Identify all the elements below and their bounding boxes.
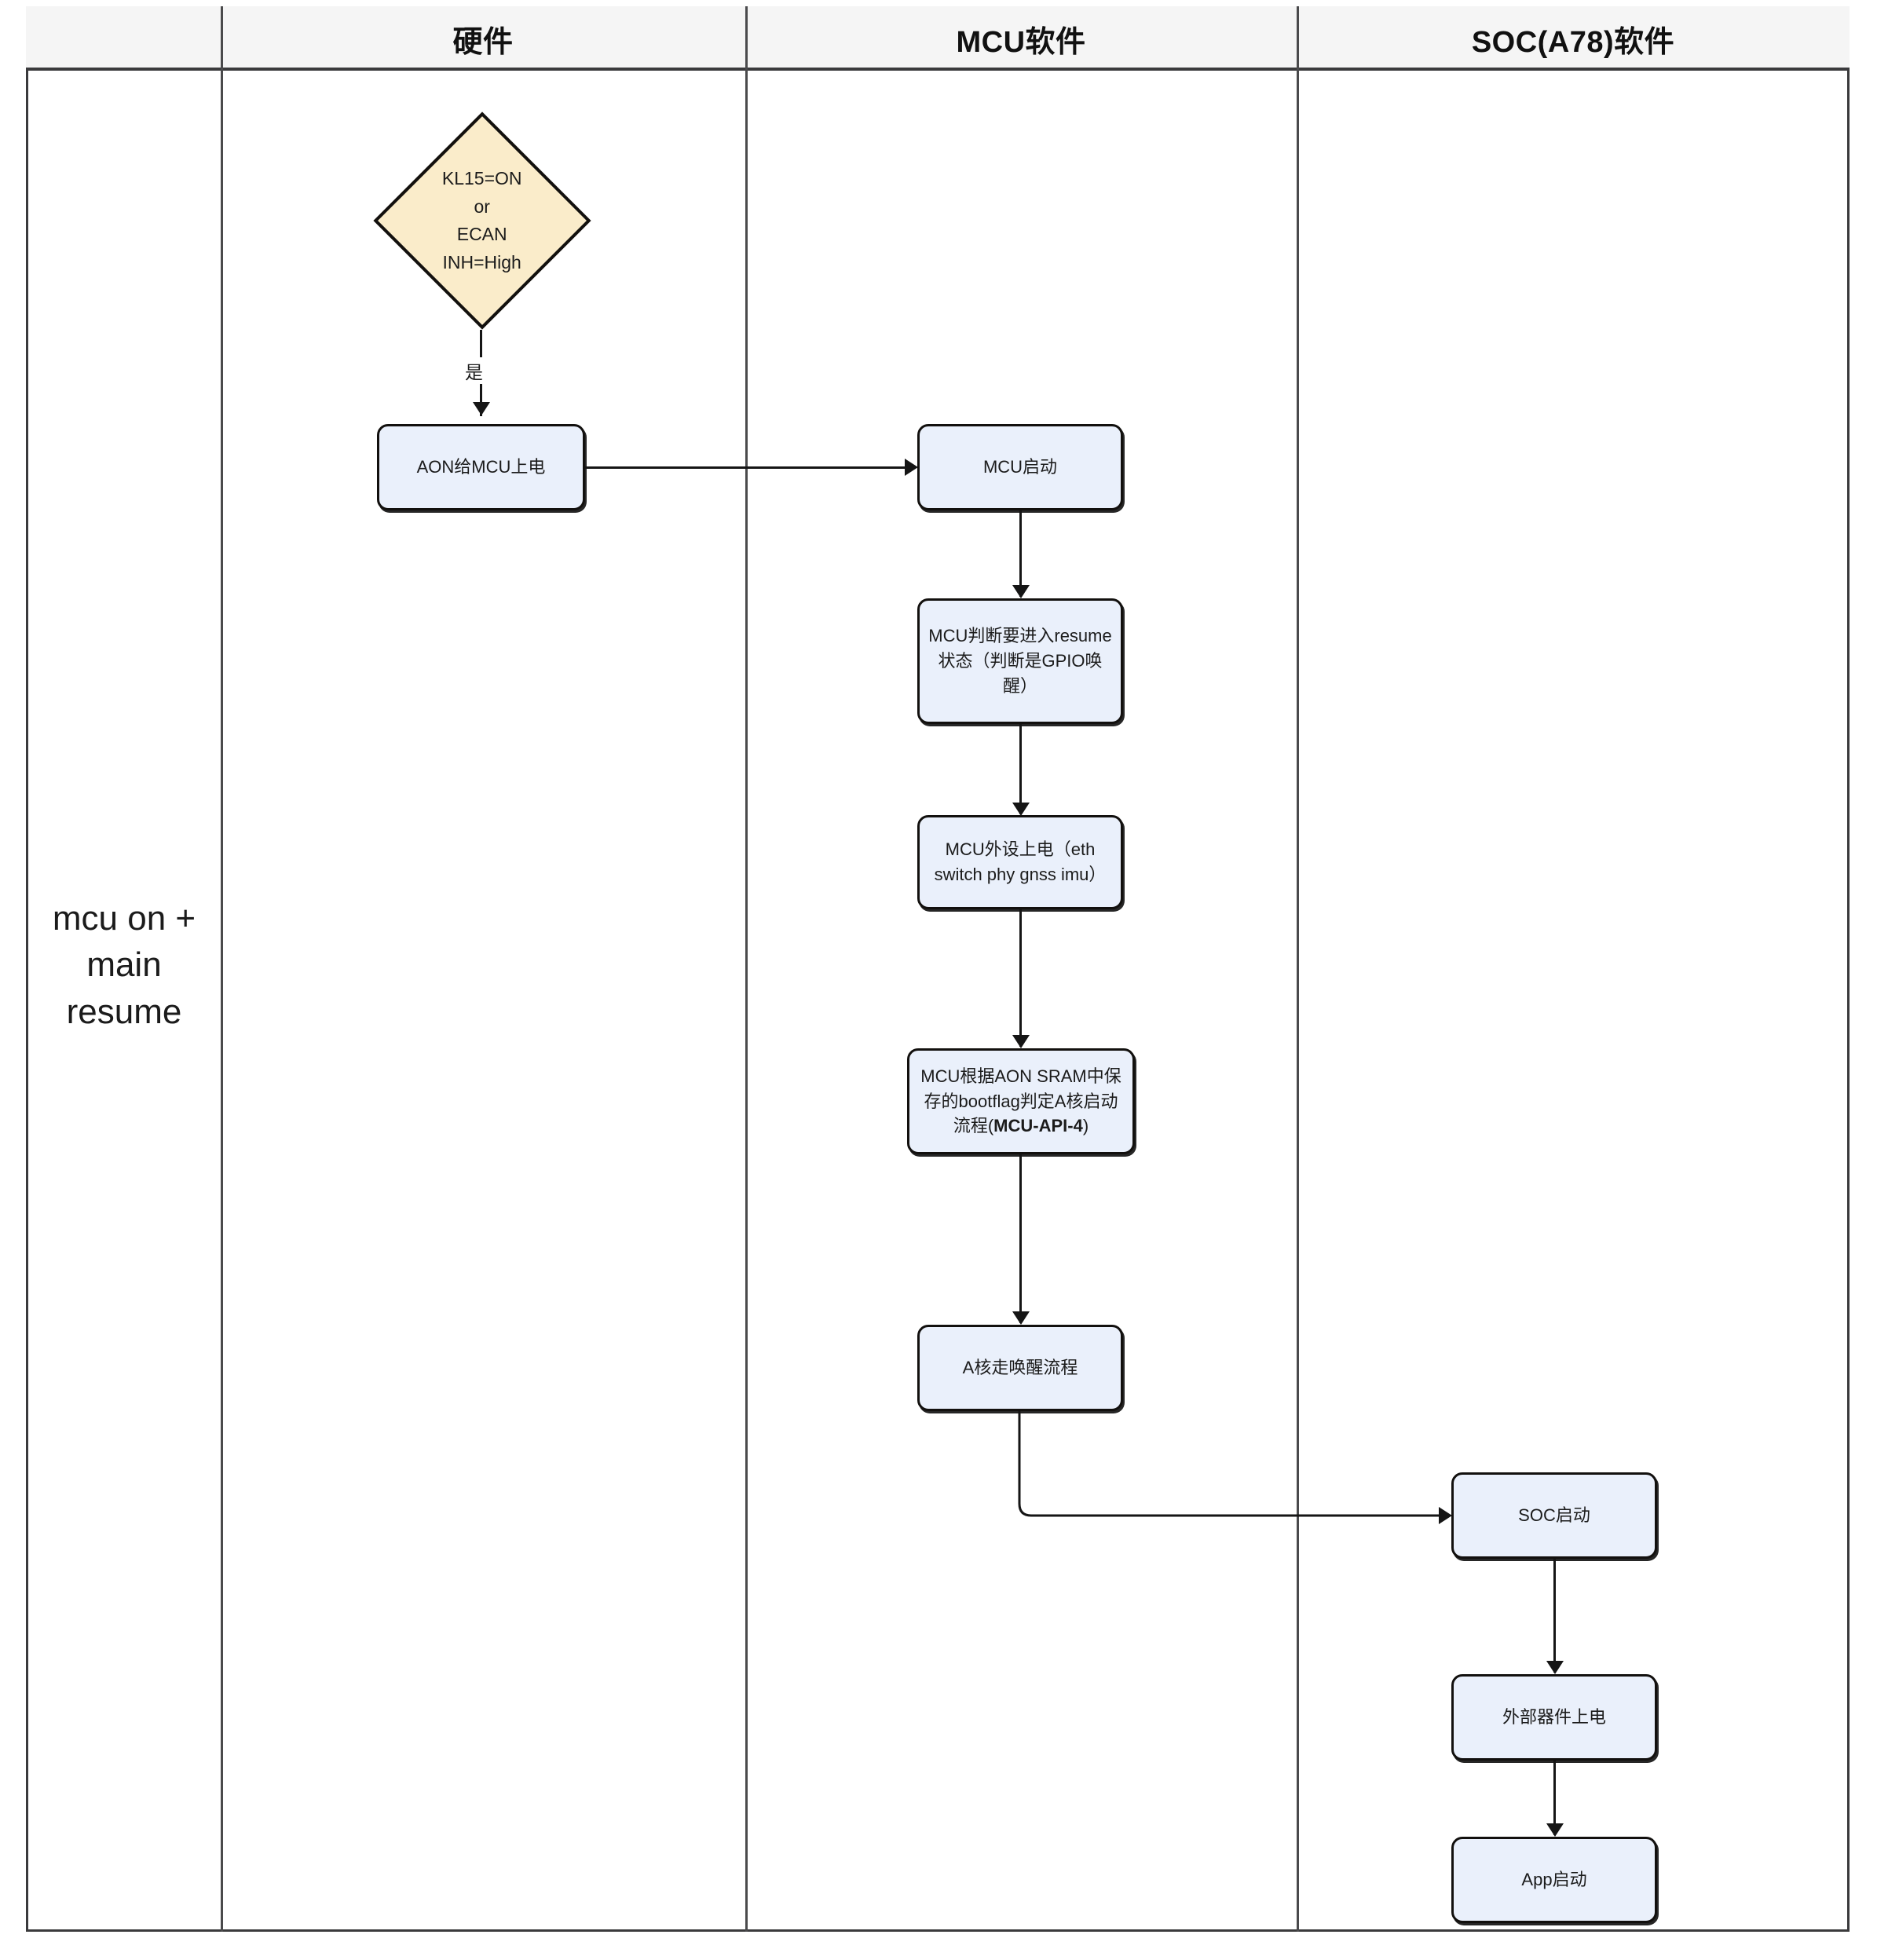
lane-row-label-line2: main (86, 945, 162, 985)
lane-row-label-line3: resume (66, 992, 182, 1031)
process-node-mcu-bootflag-prefix: MCU根据AON SRAM中保存的bootflag判定A核启动流程( (920, 1066, 1121, 1136)
edge-resume-to-peripheral-line (1019, 724, 1022, 814)
process-node-mcu-peripheral-power-text: MCU外设上电（eth switch phy gnss imu） (934, 839, 1107, 884)
edge-soc-to-external-line (1553, 1559, 1556, 1673)
edge-aon-to-mcu-start-line (585, 466, 911, 469)
column-header-mcu-software: MCU软件 (956, 25, 1086, 59)
process-node-mcu-peripheral-power: MCU外设上电（eth switch phy gnss imu） (917, 815, 1123, 909)
process-node-mcu-resume-decide: MCU判断要进入resume状态（判断是GPIO唤醒） (917, 598, 1123, 724)
edge-mcu-start-to-resume-arrowhead (1012, 585, 1030, 598)
column-header-hardware: 硬件 (452, 25, 514, 59)
column-divider-lane-hardware (221, 6, 223, 1932)
process-node-aon-power-mcu: AON给MCU上电 (377, 424, 585, 510)
decision-line-4: INH=High (442, 251, 522, 272)
process-node-aon-power-mcu-text: AON给MCU上电 (416, 457, 546, 477)
decision-node-kl15-ecan-text: KL15=ON or ECAN INH=High (442, 165, 522, 277)
process-node-mcu-bootflag-suffix: ) (1082, 1116, 1089, 1136)
edge-aon-to-mcu-start-arrowhead (905, 459, 918, 476)
process-node-app-start-text: App启动 (1521, 1870, 1587, 1890)
process-node-app-start: App启动 (1451, 1837, 1657, 1923)
decision-line-2: or (474, 196, 491, 217)
edge-label-yes: 是 (462, 357, 486, 384)
process-node-external-device-power: 外部器件上电 (1451, 1674, 1657, 1761)
process-node-mcu-start: MCU启动 (917, 424, 1123, 510)
column-header-soc-software: SOC(A78)软件 (1471, 25, 1675, 59)
decision-line-3: ECAN (457, 224, 507, 244)
edge-peripheral-to-bootflag-line (1019, 909, 1022, 1047)
column-divider-mcu-soc (1297, 6, 1299, 1932)
process-node-mcu-resume-decide-text: MCU判断要进入resume状态（判断是GPIO唤醒） (928, 626, 1112, 696)
edge-bootflag-to-acore-arrowhead (1012, 1311, 1030, 1325)
edge-mcu-start-to-resume-line (1019, 510, 1022, 597)
edge-bootflag-to-acore-line (1019, 1154, 1022, 1323)
process-node-a-core-wakeup-text: A核走唤醒流程 (962, 1358, 1078, 1378)
edge-resume-to-peripheral-arrowhead (1012, 803, 1030, 816)
process-node-soc-start: SOC启动 (1451, 1472, 1657, 1559)
decision-line-1: KL15=ON (442, 167, 522, 188)
edge-acore-to-soc-arrowhead (1439, 1507, 1452, 1524)
swimlane-table-frame (26, 6, 1850, 1932)
edge-decision-to-aon-arrowhead (473, 402, 490, 415)
process-node-mcu-start-text: MCU启动 (982, 457, 1058, 477)
lane-row-label-line1: mcu on + (52, 899, 196, 938)
edge-external-to-app-line (1553, 1761, 1556, 1835)
edge-external-to-app-arrowhead (1546, 1823, 1564, 1837)
process-node-mcu-bootflag-text: MCU根据AON SRAM中保存的bootflag判定A核启动流程(MCU-AP… (917, 1064, 1125, 1139)
column-divider-hardware-mcu (745, 6, 748, 1932)
process-node-mcu-bootflag-api: MCU-API-4 (993, 1116, 1083, 1136)
process-node-external-device-power-text: 外部器件上电 (1502, 1707, 1606, 1728)
lane-row-label: mcu on + main resume (28, 895, 220, 1035)
process-node-a-core-wakeup: A核走唤醒流程 (917, 1325, 1123, 1411)
swimlane-header-row (26, 6, 1850, 71)
process-node-mcu-bootflag: MCU根据AON SRAM中保存的bootflag判定A核启动流程(MCU-AP… (907, 1048, 1135, 1154)
edge-soc-to-external-arrowhead (1546, 1661, 1564, 1674)
edge-peripheral-to-bootflag-arrowhead (1012, 1035, 1030, 1048)
process-node-soc-start-text: SOC启动 (1518, 1505, 1590, 1526)
